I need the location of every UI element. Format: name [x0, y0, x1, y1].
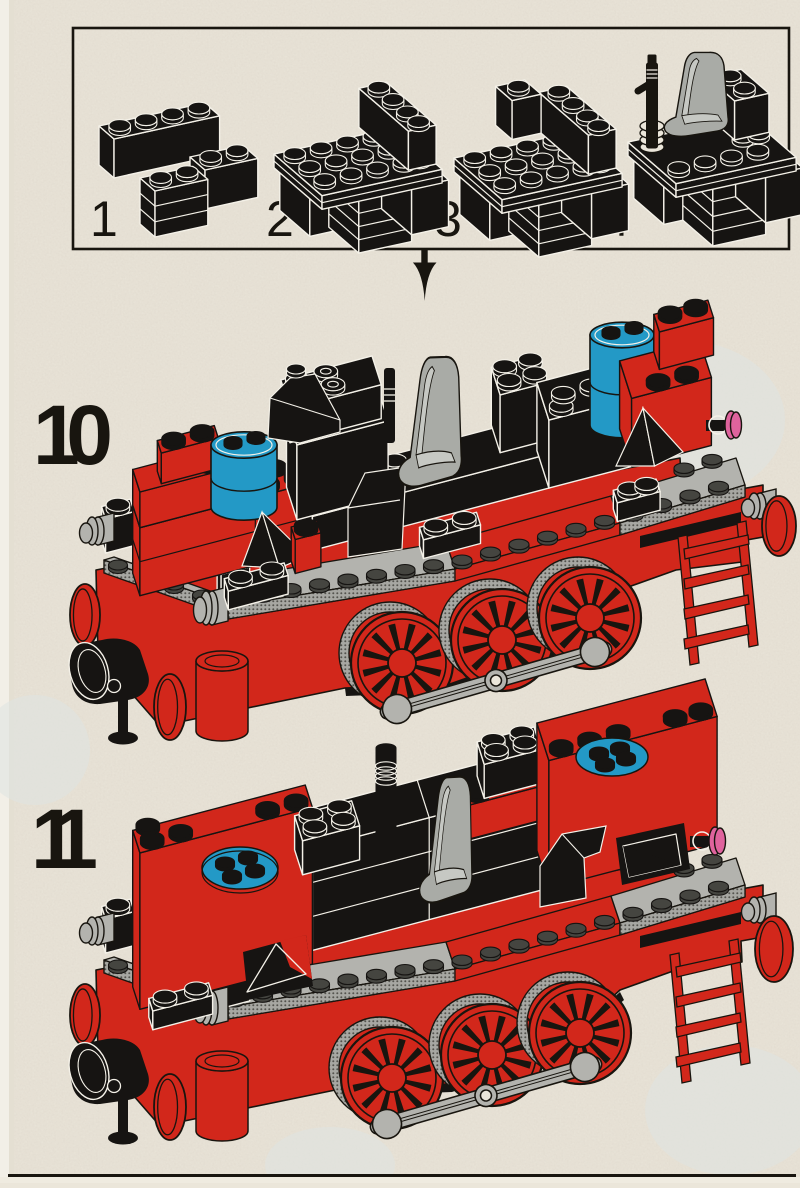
svg-text:10: 10	[33, 388, 110, 482]
svg-text:1: 1	[90, 191, 118, 247]
